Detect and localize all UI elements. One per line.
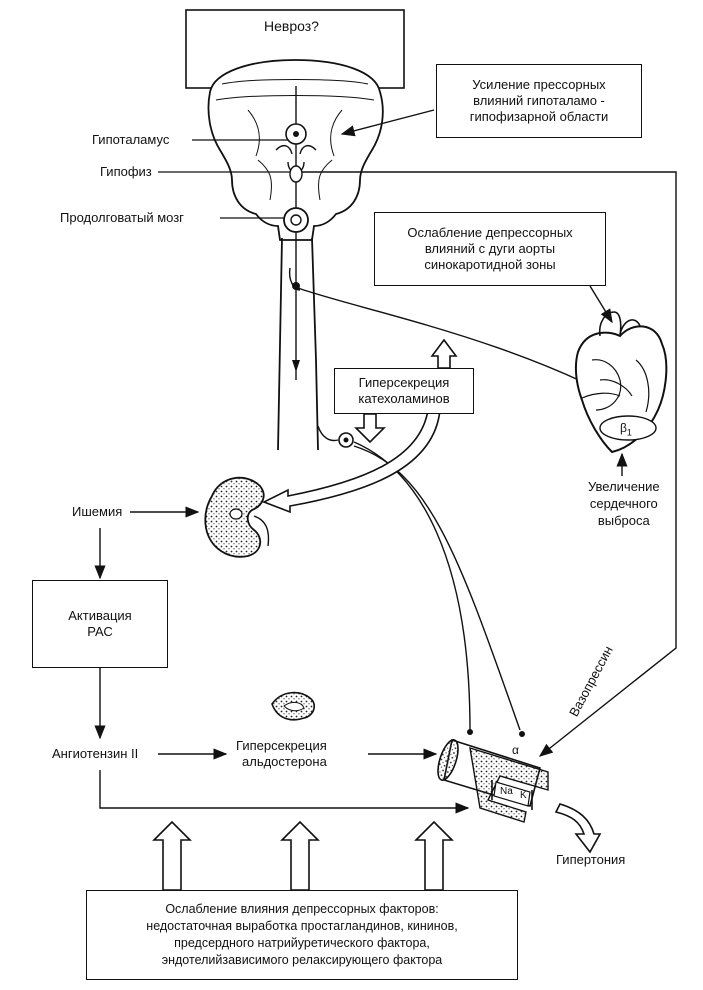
pituitary-label: Гипофиз	[100, 164, 152, 179]
spinal-cord	[277, 237, 319, 451]
kidney	[204, 476, 270, 558]
angiotensin-label: Ангиотензин II	[52, 746, 139, 761]
catecholamine-to-kidney-arrow	[262, 409, 441, 514]
potassium-label: K	[520, 790, 527, 801]
pressor-influence-box: Усиление прессорных влияний гипоталамо -…	[436, 64, 642, 138]
factor-arrow-2	[280, 820, 320, 891]
nerve-to-vessel	[353, 441, 471, 731]
medulla-label: Продолговатый мозг	[60, 210, 184, 225]
cardiac-output-label: Увеличение сердечного выброса	[588, 479, 660, 528]
factor-arrow-1	[152, 820, 192, 891]
catecholamine-box: Гиперсекреция катехоламинов	[334, 368, 474, 414]
blood-vessel	[437, 738, 549, 823]
ras-activation-box: Активация РАС	[32, 580, 168, 668]
ischemia-label: Ишемия	[72, 504, 123, 519]
sodium-label: Na	[500, 786, 513, 797]
hypertension-label: Гипертония	[556, 852, 626, 867]
vasopressin-path	[302, 171, 677, 757]
adrenal-gland	[271, 691, 316, 721]
beta1-receptor-label: β1	[620, 421, 632, 438]
heart	[574, 311, 668, 454]
depressor-influence-box: Ослабление депрессорных влияний с дуги а…	[374, 212, 606, 286]
pituitary-node	[289, 165, 303, 183]
factor-arrow-3	[414, 820, 454, 891]
aldosterone-label: Гиперсекреция альдостерона	[236, 738, 327, 769]
depressor-factors-box: Ослабление влияния депрессорных факторов…	[86, 890, 518, 980]
alpha-receptor-label: α	[512, 743, 519, 757]
hypothalamus-label: Гипоталамус	[92, 132, 170, 147]
neurosis-label: Невроз?	[264, 18, 319, 34]
hypertension-arrow	[554, 803, 602, 854]
